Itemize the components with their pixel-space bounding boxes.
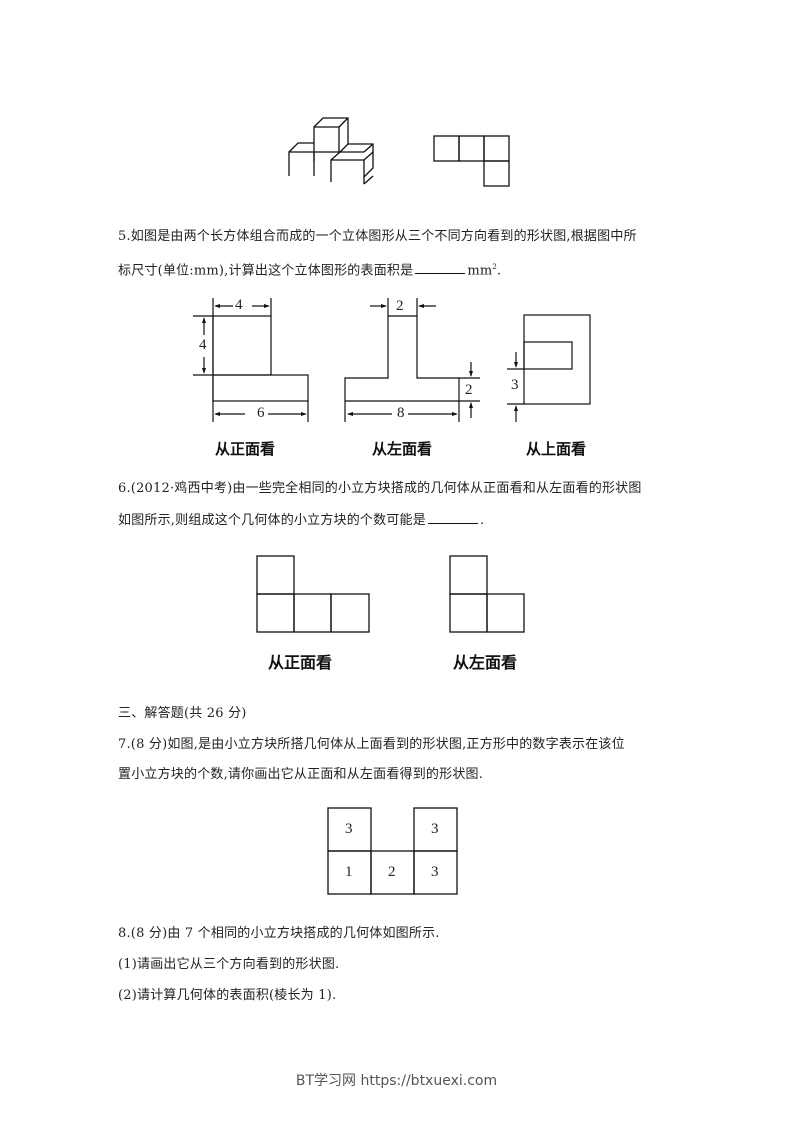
q6-left-view	[449, 555, 525, 633]
q5-text-line2: 标尺寸(单位:mm),计算出这个立体图形的表面积是 mm2.	[118, 259, 501, 279]
section3-title: 三、解答题(共 26 分)	[118, 706, 247, 721]
q8-part2: (2)请计算几何体的表面积(棱长为 1).	[118, 988, 337, 1003]
q6-front-view	[256, 555, 370, 633]
q6-text-line2-before: 如图所示,则组成这个几何体的小立方块的个数可能是	[118, 513, 426, 528]
q5-text-line1: 5.如图是由两个长方体组合而成的一个立体图形从三个不同方向看到的形状图,根据图中…	[118, 229, 637, 244]
q5-left-bottom-height: 2	[465, 382, 473, 398]
q5-left-view	[344, 298, 480, 422]
q7-top-view-grid: 3 3 1 2 3	[327, 807, 458, 895]
cube-stack-figure	[288, 117, 374, 185]
q5-left-top-width: 2	[396, 298, 404, 314]
q7-cell-r2c1: 1	[345, 864, 353, 880]
q6-period: .	[479, 513, 485, 528]
q5-text-line2-before: 标尺寸(单位:mm),计算出这个立体图形的表面积是	[118, 263, 414, 279]
q5-left-caption: 从左面看	[372, 440, 433, 458]
q7-cell-r2c2: 2	[388, 864, 396, 880]
q5-front-caption: 从正面看	[215, 440, 276, 458]
q7-text-line2: 置小立方块的个数,请你画出它从正面和从左面看得到的形状图.	[118, 767, 484, 782]
q6-front-caption: 从正面看	[268, 653, 333, 672]
q5-front-bottom-width: 6	[257, 405, 265, 421]
q6-text-line1: 6.(2012·鸡西中考)由一些完全相同的小立方块搭成的几何体从正面看和从左面看…	[118, 481, 642, 496]
q8-text-line1: 8.(8 分)由 7 个相同的小立方块搭成的几何体如图所示.	[118, 926, 440, 941]
q5-top-caption: 从上面看	[526, 440, 587, 458]
q6-answer-blank[interactable]	[427, 511, 478, 524]
q5-front-view	[193, 298, 309, 422]
q7-cell-r1c1: 3	[345, 821, 353, 837]
q7-cell-r1c3: 3	[431, 821, 439, 837]
q5-left-bottom-width: 8	[397, 405, 405, 421]
q5-top-view	[507, 314, 591, 422]
q5-unit-sup: 2	[492, 263, 498, 271]
q6-text-line2: 如图所示,则组成这个几何体的小立方块的个数可能是.	[118, 511, 484, 529]
q8-part1: (1)请画出它从三个方向看到的形状图.	[118, 957, 340, 972]
q7-text-line1: 7.(8 分)如图,是由小立方块所搭几何体从上面看到的形状图,正方形中的数字表示…	[118, 737, 625, 752]
q5-front-top-height: 4	[199, 337, 207, 353]
footer-watermark: BT学习网 https://btxuexi.com	[295, 1073, 498, 1089]
top-view-shape	[433, 135, 510, 187]
q6-left-caption: 从左面看	[453, 653, 518, 672]
q5-front-top-width: 4	[235, 297, 243, 313]
q5-answer-blank[interactable]	[415, 261, 466, 275]
q5-period: .	[497, 263, 502, 279]
q5-top-left-height: 3	[511, 377, 519, 393]
q5-unit: mm	[467, 263, 493, 279]
q7-cell-r2c3: 3	[431, 864, 439, 880]
